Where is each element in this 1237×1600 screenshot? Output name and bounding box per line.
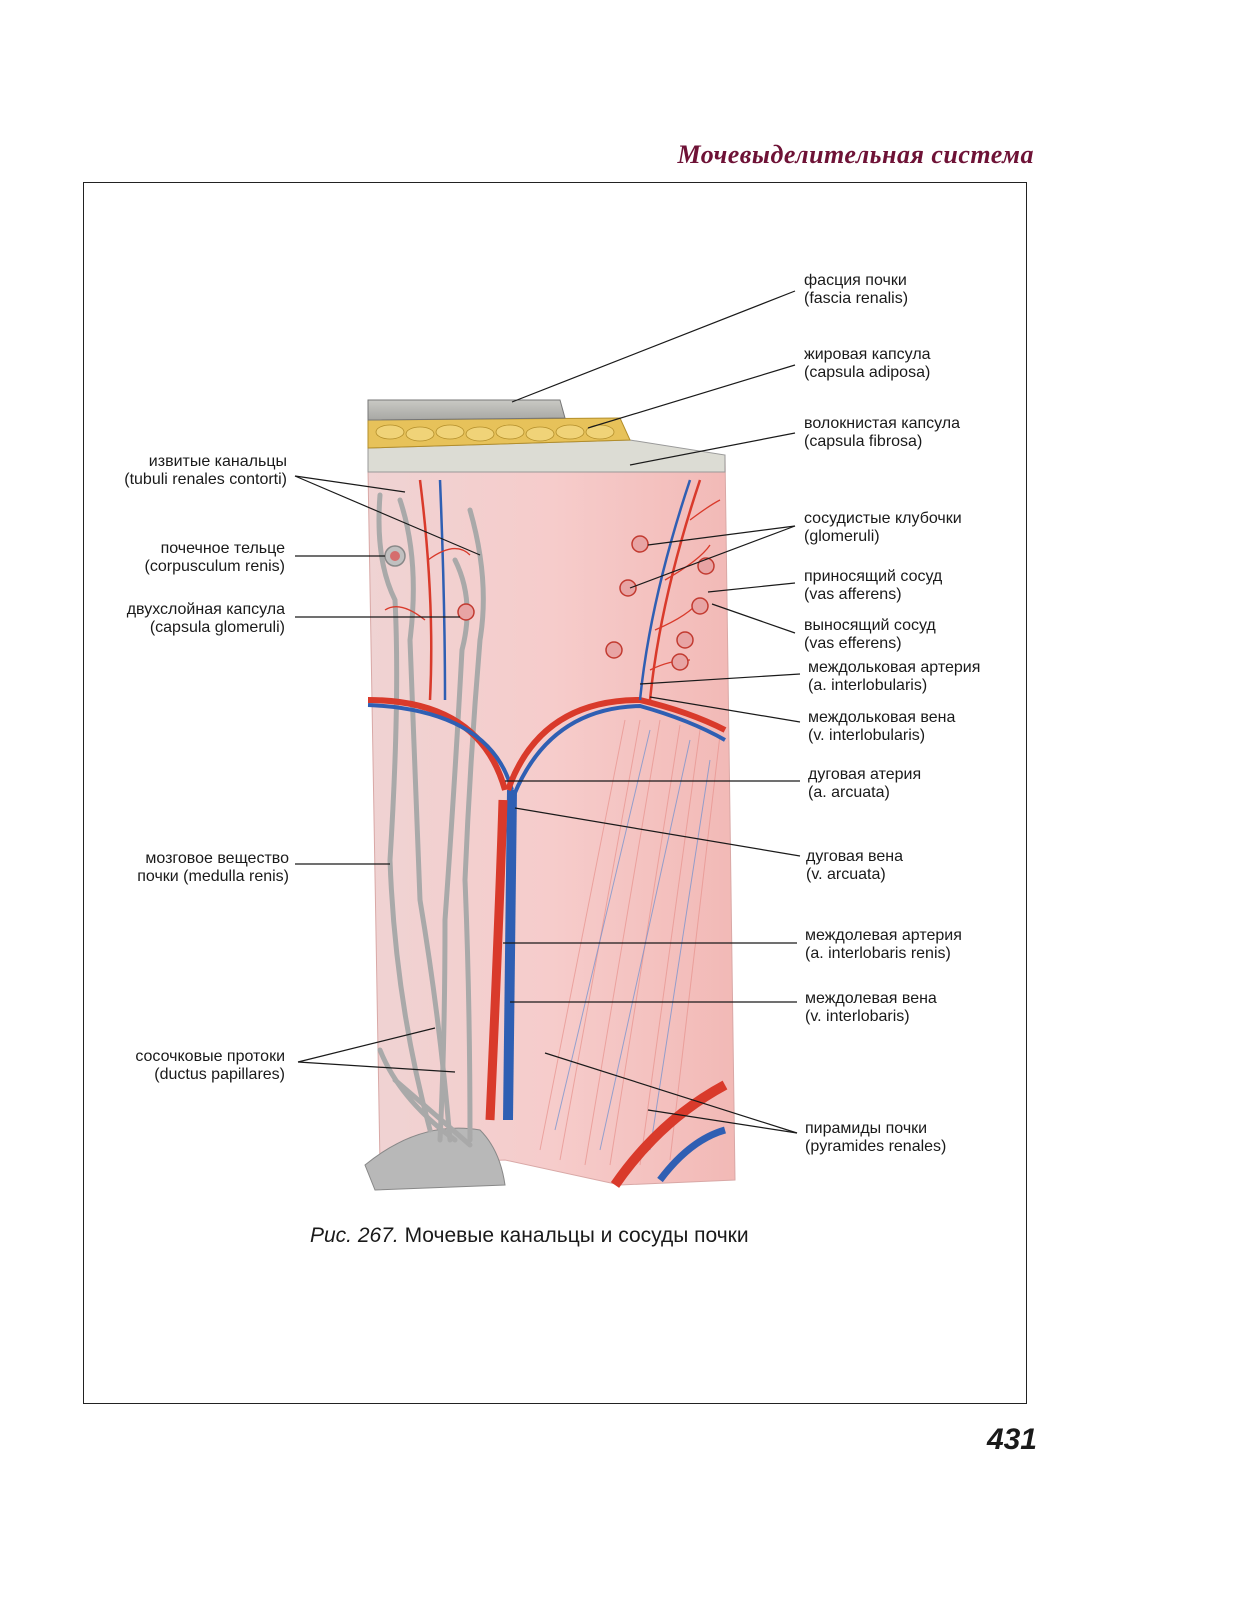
label-v-interlobularis: междольковая вена (v. interlobularis) xyxy=(808,709,955,745)
label-lat: (pyramides renales) xyxy=(805,1138,947,1155)
label-lat: (v. interlobaris) xyxy=(805,1008,910,1025)
label-capsula-glomeruli: двухслойная капсула (capsula glomeruli) xyxy=(127,601,285,637)
pyramid-vein xyxy=(657,1126,727,1183)
label-ru: двухслойная капсула xyxy=(126,601,285,618)
label-lat: (ductus papillares) xyxy=(154,1066,285,1083)
label-lat: (glomeruli) xyxy=(804,528,880,545)
label-ductus-papillares: сосочковые протоки (ductus papillares) xyxy=(135,1048,285,1084)
running-header: Мочевыделительная система xyxy=(677,140,1034,169)
figure-frame xyxy=(83,182,1027,1404)
label-a-interlobaris: междолевая артерия (a. interlobaris reni… xyxy=(805,927,962,963)
label-medulla-renis: мозговое вещество почки (medulla renis) xyxy=(137,850,289,886)
label-ru: пирамиды почки xyxy=(805,1120,928,1137)
label-lat: (vas afferens) xyxy=(804,586,902,603)
label-a-arcuata: дуговая атерия (a. arcuata) xyxy=(808,766,921,802)
label-lat: (a. arcuata) xyxy=(808,784,890,801)
arcuate-artery-left xyxy=(367,697,508,791)
label-ru: междольковая артерия xyxy=(808,659,981,676)
leader-lines xyxy=(294,290,801,1134)
label-ru: почечное тельце xyxy=(160,540,285,557)
label-lat: (fascia renalis) xyxy=(804,290,909,307)
label-lat: (a. interlobaris renis) xyxy=(805,945,951,962)
label-glomeruli: сосудистые клубочки (glomeruli) xyxy=(804,510,962,546)
label-corpusculum-renis: почечное тельце (corpusculum renis) xyxy=(145,540,285,576)
label-ru: междольковая вена xyxy=(808,709,956,726)
page-number: 431 xyxy=(986,1423,1037,1456)
figure-title: Мочевые канальцы и сосуды почки xyxy=(404,1224,749,1247)
label-lat: (capsula adiposa) xyxy=(804,364,931,381)
renal-fascia xyxy=(367,399,566,421)
tubules xyxy=(376,492,486,1148)
label-ru: приносящий сосуд xyxy=(804,568,943,585)
label-lat: (a. interlobularis) xyxy=(808,677,928,694)
label-lat: (v. interlobularis) xyxy=(808,727,926,744)
label-ru: сосудистые клубочки xyxy=(804,510,962,527)
label-a-interlobularis: междольковая артерия (a. interlobularis) xyxy=(808,659,980,695)
label-ru: междолевая артерия xyxy=(805,927,962,944)
label-v-interlobaris: междолевая вена (v. interlobaris) xyxy=(805,990,937,1026)
label-capsula-fibrosa: волокнистая капсула (capsula fibrosa) xyxy=(804,415,960,451)
label-vas-efferens: выносящий сосуд (vas efferens) xyxy=(804,617,936,653)
glomeruli xyxy=(457,535,715,671)
label-lat: (capsula glomeruli) xyxy=(149,619,285,636)
label-ru: дуговая вена xyxy=(806,848,903,865)
label-ru: фасция почки xyxy=(804,272,907,289)
label-ru: волокнистая капсула xyxy=(804,415,961,432)
fat-cells xyxy=(375,424,615,442)
label-ru: выносящий сосуд xyxy=(804,617,936,634)
pyramid-artery xyxy=(610,1080,728,1188)
label-lat: (v. arcuata) xyxy=(806,866,886,883)
arcuate-artery-right xyxy=(505,696,727,792)
label-tubuli-contorti: извитые канальцы (tubuli renales contort… xyxy=(124,453,287,489)
interlobar-artery xyxy=(485,799,508,1121)
renal-corpuscle xyxy=(384,545,406,567)
label-lat: (corpusculum renis) xyxy=(144,558,285,575)
label-ru: междолевая вена xyxy=(805,990,937,1007)
label-fascia-renalis: фасция почки (fascia renalis) xyxy=(804,272,908,308)
label-ru: дуговая атерия xyxy=(808,766,922,783)
label-ru: жировая капсула xyxy=(804,346,931,363)
label-ru: сосочковые протоки xyxy=(135,1048,285,1065)
arcuate-vein-right xyxy=(512,703,726,796)
pyramid-veins xyxy=(554,729,711,1151)
label-capsula-adiposa: жировая капсула (capsula adiposa) xyxy=(804,346,931,382)
arcuate-vein-left xyxy=(367,703,514,791)
figure-caption: Рис. 267. Мочевые канальцы и сосуды почк… xyxy=(310,1224,749,1248)
interlobar-vein xyxy=(503,789,517,1121)
label-lat: почки (medulla renis) xyxy=(137,868,289,885)
label-lat: (vas efferens) xyxy=(804,635,902,652)
label-v-arcuata: дуговая вена (v. arcuata) xyxy=(806,848,903,884)
label-pyramides-renales: пирамиды почки (pyramides renales) xyxy=(805,1120,946,1156)
interlobular-vessels xyxy=(418,479,702,701)
label-lat: (capsula fibrosa) xyxy=(804,433,923,450)
label-vas-afferens: приносящий сосуд (vas afferens) xyxy=(804,568,942,604)
label-lat: (tubuli renales contorti) xyxy=(124,471,287,488)
label-ru: мозговое вещество xyxy=(145,850,289,867)
figure-number: Рис. 267. xyxy=(310,1224,399,1247)
label-ru: извитые канальцы xyxy=(148,453,287,470)
